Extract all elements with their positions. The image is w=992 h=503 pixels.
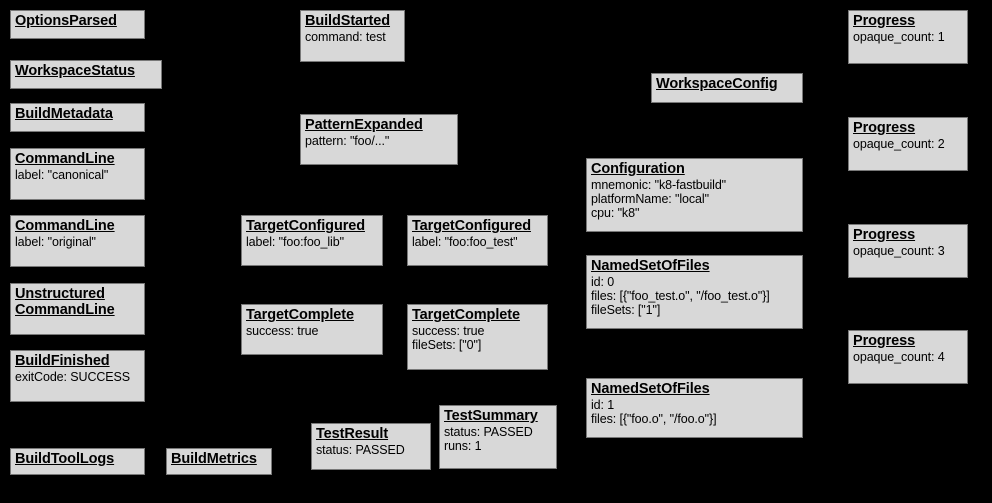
event-node-build-metrics[interactable]: BuildMetrics	[166, 448, 272, 475]
event-node-fields: status: PASSED	[316, 443, 426, 457]
event-node-title: Progress	[853, 333, 916, 349]
event-node-fields: mnemonic: "k8-fastbuild"platformName: "l…	[591, 178, 798, 220]
event-node-title: TestSummary	[444, 408, 538, 424]
event-node-field: label: "foo:foo_lib"	[246, 235, 344, 250]
event-node-unstructured-command-line[interactable]: Unstructured CommandLine	[10, 283, 145, 335]
event-node-title: BuildToolLogs	[15, 451, 115, 467]
event-node-fields: label: "original"	[15, 235, 140, 249]
event-node-field: label: "foo:foo_test"	[412, 235, 518, 250]
event-node-field: fileSets: ["0"]	[412, 338, 482, 353]
event-node-field: command: test	[305, 30, 386, 45]
event-node-title: Progress	[853, 227, 916, 243]
event-node-field: label: "canonical"	[15, 168, 109, 183]
event-node-title: Progress	[853, 120, 916, 136]
event-node-field: mnemonic: "k8-fastbuild"	[591, 178, 727, 193]
event-node-title: Unstructured CommandLine	[15, 286, 115, 319]
event-node-title: WorkspaceStatus	[15, 63, 135, 79]
event-node-field: id: 1	[591, 398, 615, 413]
event-node-fields: exitCode: SUCCESS	[15, 370, 140, 384]
event-node-title: CommandLine	[15, 218, 115, 234]
event-node-field: success: true	[412, 324, 485, 339]
event-node-title: BuildMetadata	[15, 106, 113, 122]
event-node-field: cpu: "k8"	[591, 206, 640, 221]
event-node-title: NamedSetOfFiles	[591, 381, 710, 397]
event-node-fields: opaque_count: 4	[853, 350, 963, 364]
event-node-field: opaque_count: 4	[853, 350, 945, 365]
event-node-workspace-config[interactable]: WorkspaceConfig	[651, 73, 803, 103]
event-node-field: status: PASSED	[444, 425, 533, 440]
event-node-field: opaque_count: 2	[853, 137, 945, 152]
event-node-title: CommandLine	[15, 151, 115, 167]
event-node-field: opaque_count: 1	[853, 30, 945, 45]
event-node-fields: pattern: "foo/..."	[305, 134, 453, 148]
event-node-field: pattern: "foo/..."	[305, 134, 390, 149]
event-node-fields: opaque_count: 3	[853, 244, 963, 258]
event-node-field: id: 0	[591, 275, 615, 290]
event-node-title: Progress	[853, 13, 916, 29]
event-node-fields: label: "foo:foo_lib"	[246, 235, 378, 249]
event-node-title: TargetConfigured	[246, 218, 365, 234]
event-node-field: success: true	[246, 324, 319, 339]
event-node-fields: success: true	[246, 324, 378, 338]
event-node-field: label: "original"	[15, 235, 96, 250]
event-node-title: TestResult	[316, 426, 389, 442]
event-node-title: PatternExpanded	[305, 117, 423, 133]
event-node-title: TargetConfigured	[412, 218, 531, 234]
event-node-fields: command: test	[305, 30, 400, 44]
event-node-field: fileSets: ["1"]	[591, 303, 661, 318]
event-node-fields: label: "foo:foo_test"	[412, 235, 543, 249]
event-node-field: runs: 1	[444, 439, 482, 454]
event-node-title: Configuration	[591, 161, 685, 177]
event-node-title: OptionsParsed	[15, 13, 117, 29]
event-node-workspace-status[interactable]: WorkspaceStatus	[10, 60, 162, 89]
event-node-options-parsed[interactable]: OptionsParsed	[10, 10, 145, 39]
event-node-title: BuildFinished	[15, 353, 110, 369]
event-node-field: opaque_count: 3	[853, 244, 945, 259]
event-node-title: TargetComplete	[412, 307, 520, 323]
event-node-fields: opaque_count: 2	[853, 137, 963, 151]
event-node-field: exitCode: SUCCESS	[15, 370, 131, 385]
event-node-title: WorkspaceConfig	[656, 76, 778, 92]
event-node-build-metadata[interactable]: BuildMetadata	[10, 103, 145, 132]
event-node-build-tool-logs[interactable]: BuildToolLogs	[10, 448, 145, 475]
event-node-fields: label: "canonical"	[15, 168, 140, 182]
event-node-title: BuildStarted	[305, 13, 391, 29]
event-node-title: NamedSetOfFiles	[591, 258, 710, 274]
event-node-title: TargetComplete	[246, 307, 354, 323]
event-node-fields: opaque_count: 1	[853, 30, 963, 44]
event-node-field: platformName: "local"	[591, 192, 709, 207]
event-node-field: files: [{"foo.o", "/foo.o"}]	[591, 412, 717, 427]
event-node-title: BuildMetrics	[171, 451, 257, 467]
event-node-field: files: [{"foo_test.o", "/foo_test.o"}]	[591, 289, 770, 304]
event-node-field: status: PASSED	[316, 443, 405, 458]
